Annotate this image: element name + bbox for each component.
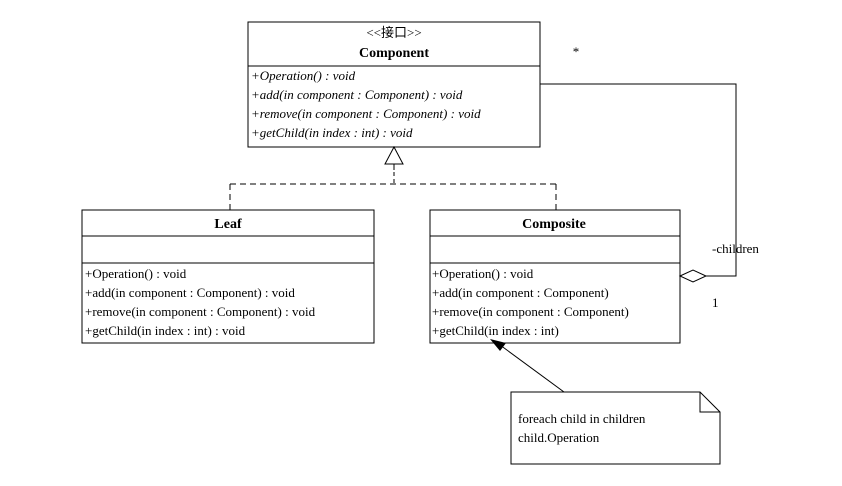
component-method-operation: +Operation() : void	[251, 68, 356, 83]
class-component: <<接口>> Component +Operation() : void +ad…	[247, 21, 541, 148]
note-fold-icon	[699, 392, 720, 413]
class-composite-box	[429, 209, 681, 344]
aggregation-connector: * -children 1	[540, 44, 759, 310]
class-composite: Composite +Operation() : void +add(in co…	[429, 209, 681, 344]
leaf-method-remove: +remove(in component : Component) : void	[85, 304, 316, 319]
aggregation-diamond-icon	[678, 269, 708, 283]
component-name: Component	[359, 46, 429, 61]
realization-connector	[229, 145, 557, 210]
note-arrowhead-icon	[490, 339, 506, 351]
note: foreach child in children child.Operatio…	[490, 339, 721, 465]
leaf-name: Leaf	[214, 217, 242, 232]
composite-name: Composite	[522, 217, 586, 232]
note-anchor-line	[495, 341, 565, 393]
component-method-remove: +remove(in component : Component) : void	[251, 106, 481, 121]
aggregation-line	[540, 83, 737, 277]
composite-method-operation: +Operation() : void	[432, 266, 534, 281]
component-method-add: +add(in component : Component) : void	[251, 87, 463, 102]
leaf-method-getchild: +getChild(in index : int) : void	[85, 323, 246, 338]
leaf-method-add: +add(in component : Component) : void	[85, 285, 295, 300]
component-method-getchild: +getChild(in index : int) : void	[251, 125, 413, 140]
multiplicity-one: 1	[712, 295, 719, 310]
class-leaf: Leaf +Operation() : void +add(in compone…	[81, 209, 375, 344]
multiplicity-many: *	[573, 44, 580, 59]
component-stereotype: <<接口>>	[366, 25, 421, 40]
note-line-2: child.Operation	[518, 430, 600, 445]
composite-method-remove: +remove(in component : Component)	[432, 304, 629, 319]
note-box	[510, 391, 721, 465]
class-component-box	[247, 21, 541, 148]
composite-method-add: +add(in component : Component)	[432, 285, 609, 300]
leaf-method-operation: +Operation() : void	[85, 266, 187, 281]
composite-method-getchild: +getChild(in index : int)	[432, 323, 559, 338]
note-line-1: foreach child in children	[518, 411, 646, 426]
realization-arrowhead-icon	[384, 145, 404, 165]
class-leaf-box	[81, 209, 375, 344]
role-children: -children	[712, 241, 759, 256]
